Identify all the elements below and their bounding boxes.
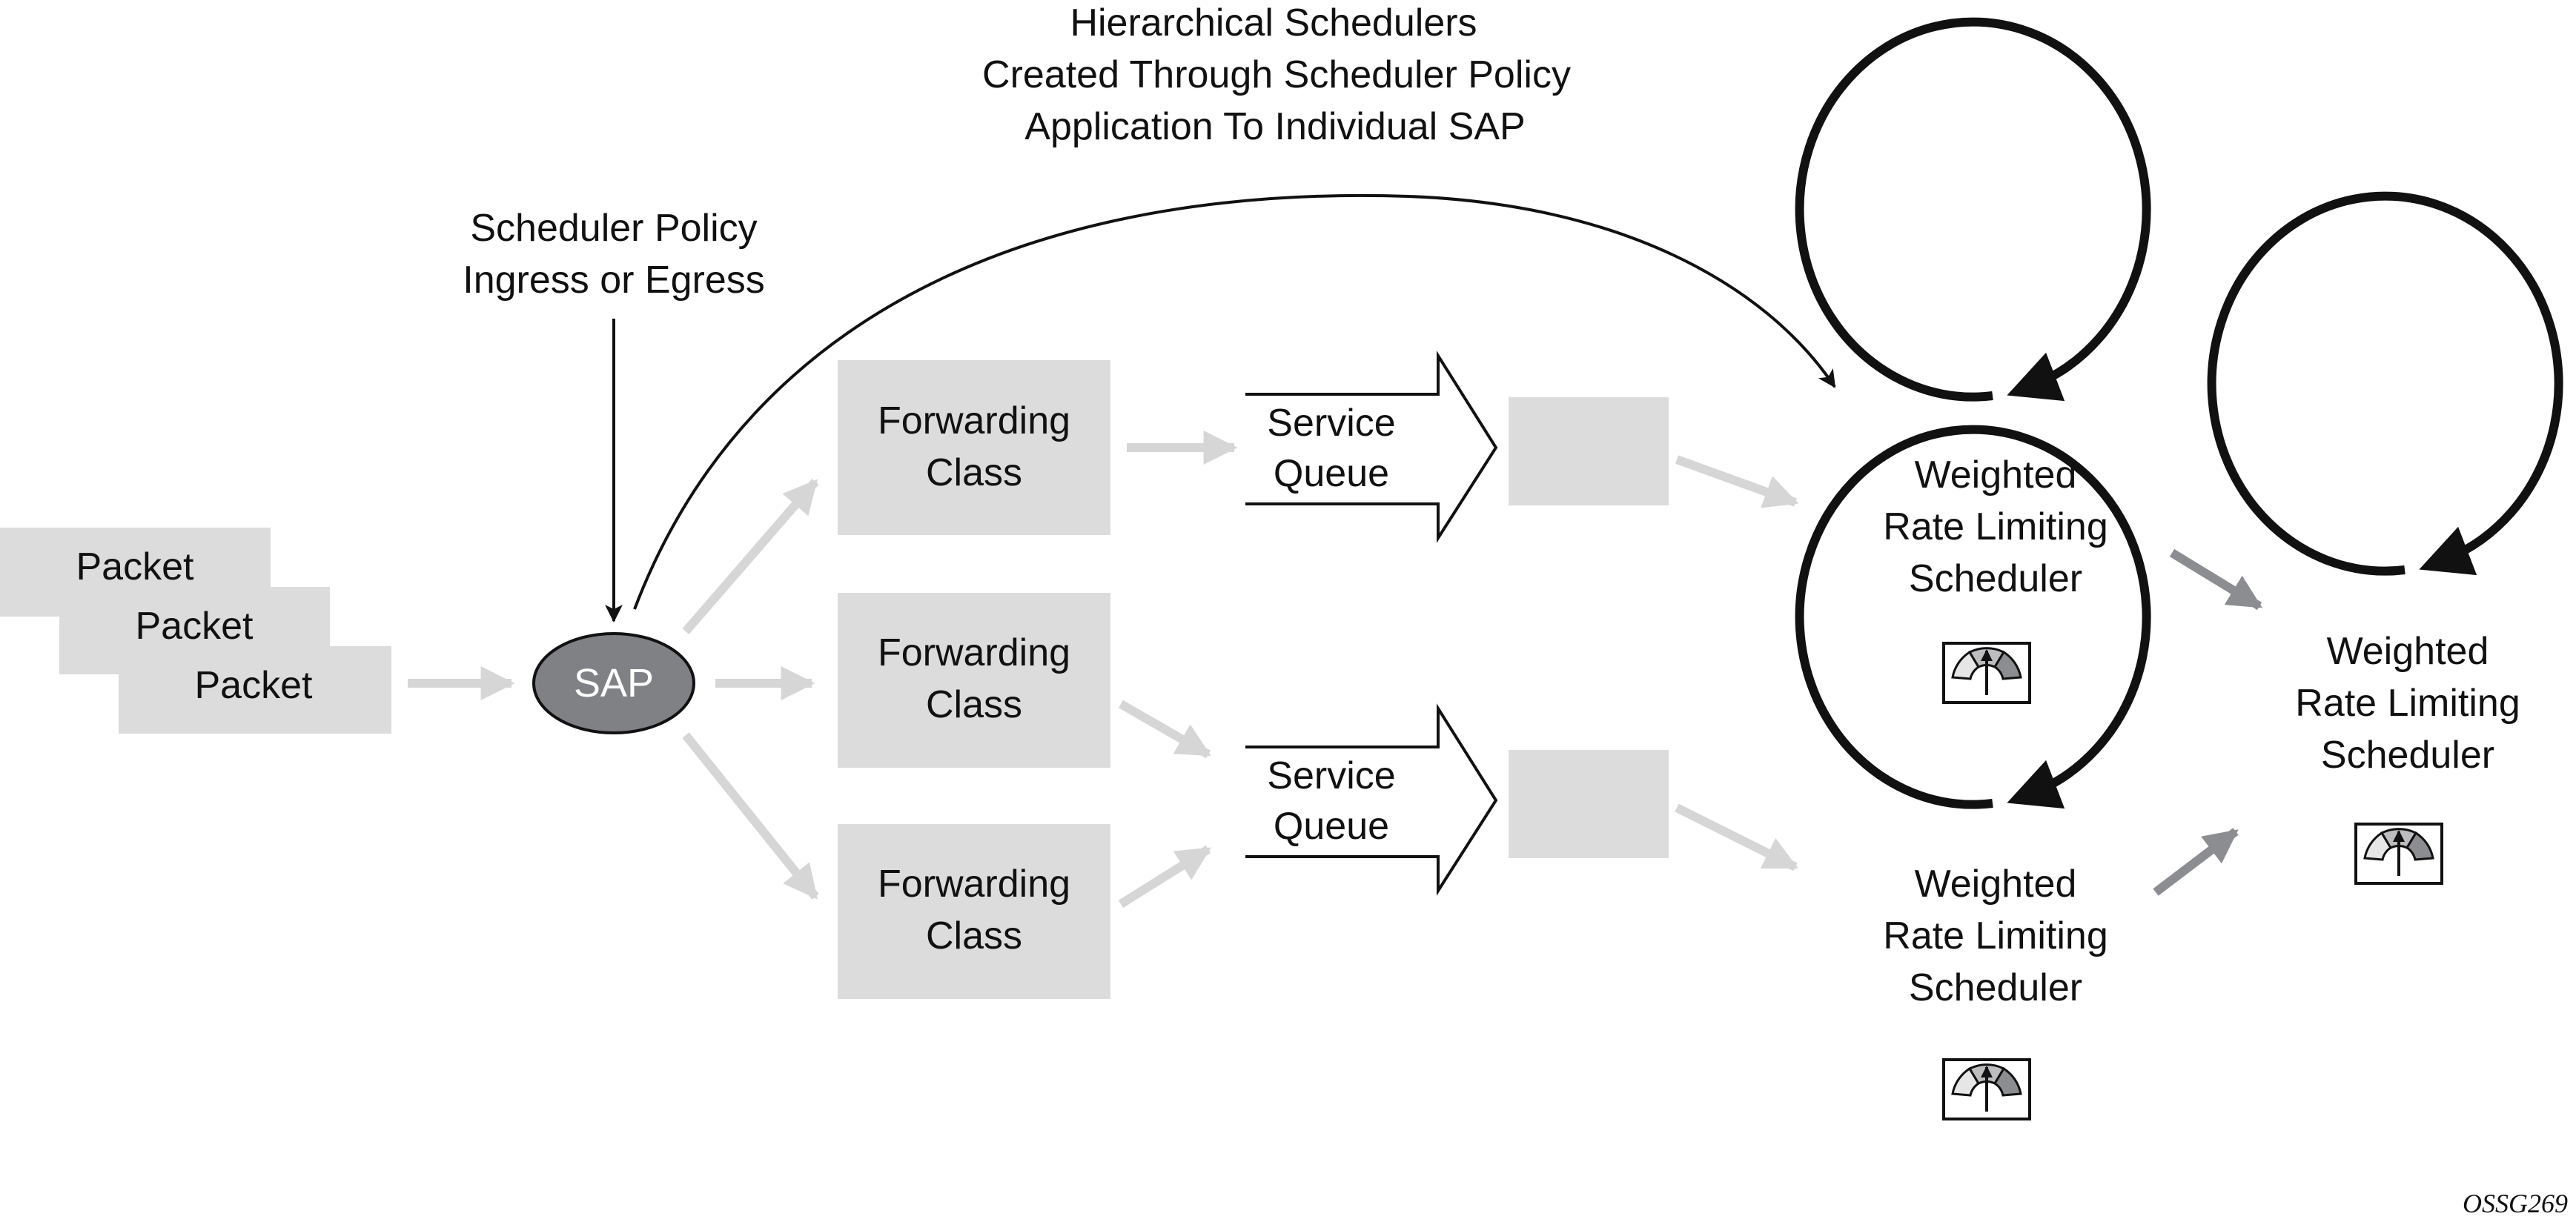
service-queue-1-line-1: Service [1267,402,1395,445]
forwarding-class-3-line-1: Forwarding [878,863,1070,906]
forwarding-class-1: Forwarding Class [838,360,1110,535]
arrow-scheduler2-to-scheduler3 [2153,828,2239,896]
forwarding-class-2-line-2: Class [926,683,1022,726]
scheduler-1-ring [1795,17,2151,402]
scheduler-3-line-2: Rate Limiting [2295,682,2520,725]
packet-stack: Packet Packet Packet [0,528,391,734]
service-queue-2-line-1: Service [1267,754,1395,797]
arrow-sap-to-fc-3 [682,732,819,900]
service-queue-1: Service Queue [1245,351,1498,543]
forwarding-class-box-2 [838,593,1110,768]
arrow-sap-to-fc-1 [682,479,819,634]
forwarding-class-1-line-2: Class [926,451,1022,494]
title-line-1: Hierarchical Schedulers [1070,1,1477,44]
forwarding-class-2-line-1: Forwarding [878,631,1070,674]
forwarding-class-box-3 [838,824,1110,999]
forwarding-class-1-line-1: Forwarding [878,399,1070,442]
service-queue-arrow-1 [1245,351,1498,543]
sap-node: SAP [532,632,695,734]
forwarding-class-2: Forwarding Class [838,593,1110,768]
arrow-fc3-to-queue-2 [1118,845,1211,909]
policy-label-line-1: Scheduler Policy [470,207,757,250]
arrow-fc2-to-queue-2 [1119,700,1211,759]
sap-label: SAP [574,661,654,705]
curved-arrow-sap-to-scheduler [633,193,1836,610]
service-queue-2: Service Queue [1245,703,1498,896]
arrow-scheduler1-to-scheduler3 [2169,548,2262,611]
queue-output-block-1 [1509,397,1669,505]
scheduler-2-ring [1795,425,2151,809]
figure-id: OSSG269 [2463,1189,2568,1218]
scheduler-2-line-3: Scheduler [1909,966,2082,1009]
packet-label-3: Packet [195,664,314,707]
scheduler-2-line-2: Rate Limiting [1883,914,2108,957]
queue-output-block-2 [1509,750,1669,858]
scheduler-1-line-3: Scheduler [1909,557,2082,600]
gauge-icon [2354,823,2443,885]
scheduler-3-line-3: Scheduler [2321,734,2494,777]
forwarding-class-3-line-2: Class [926,914,1022,957]
packet-label-1: Packet [76,545,195,588]
packet-box-3 [119,646,391,734]
gauge-icon [1942,642,2031,704]
policy-label-line-2: Ingress or Egress [463,259,765,302]
forwarding-class-3: Forwarding Class [838,824,1110,999]
title-line-2: Created Through Scheduler Policy [982,53,1571,96]
service-queue-1-line-2: Queue [1274,452,1389,495]
arrow-block1-to-scheduler-1 [1675,455,1799,508]
title-line-3: Application To Individual SAP [1024,105,1525,148]
scheduler-1-line-1: Weighted [1915,454,2077,497]
gauge-icon [1942,1058,2031,1120]
scheduler-3-ring [2207,191,2563,576]
service-queue-arrow-2 [1245,703,1498,896]
scheduler-2-line-1: Weighted [1915,863,2077,906]
service-queue-2-line-2: Queue [1274,805,1389,848]
scheduler-3: Weighted Rate Limiting Scheduler [2207,191,2563,885]
forwarding-class-box-1 [838,360,1110,535]
packet-label-2: Packet [136,605,254,648]
scheduler-1: Weighted Rate Limiting Scheduler [1795,17,2151,704]
sap-ellipse [532,632,695,734]
scheduler-1-line-2: Rate Limiting [1883,505,2108,548]
scheduler-3-line-1: Weighted [2327,630,2489,673]
scheduler-2: Weighted Rate Limiting Scheduler [1795,425,2151,1120]
arrow-block2-to-scheduler-2 [1675,803,1799,871]
